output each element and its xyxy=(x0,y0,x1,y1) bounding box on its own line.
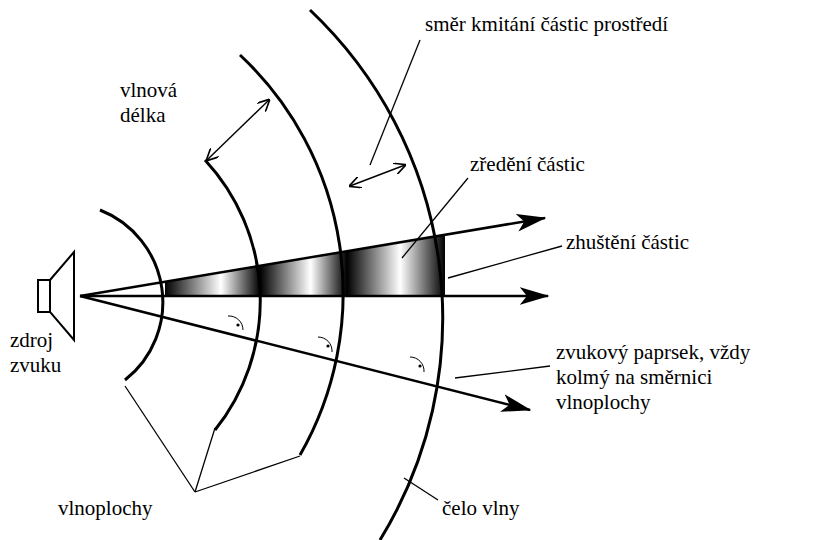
speaker-body xyxy=(38,280,50,312)
oscillation-label: směr kmitání částic prostředí xyxy=(425,12,668,37)
right-angle-marks xyxy=(228,316,424,372)
sound-rays xyxy=(80,218,548,410)
density-wedge xyxy=(165,235,445,296)
rarefaction-label: zředění částic xyxy=(470,152,585,177)
ray-label: zvukový paprsek, vždy kolmý na směrnici … xyxy=(556,340,761,416)
compression-label: zhuštění částic xyxy=(566,230,689,255)
wavefronts-label: vlnoplochy xyxy=(58,496,153,521)
speaker-cone xyxy=(50,252,74,340)
oscillation-arrow xyxy=(350,165,405,186)
wavelength-label: vlnová délka xyxy=(120,78,210,128)
wavelength-arrow xyxy=(207,100,269,160)
right-angle-dots xyxy=(236,323,421,367)
wavefronts xyxy=(100,10,443,540)
leader-lines xyxy=(125,40,562,500)
source-label: zdroj zvuku xyxy=(10,328,90,378)
wavefront-head-label: čelo vlny xyxy=(442,496,520,521)
